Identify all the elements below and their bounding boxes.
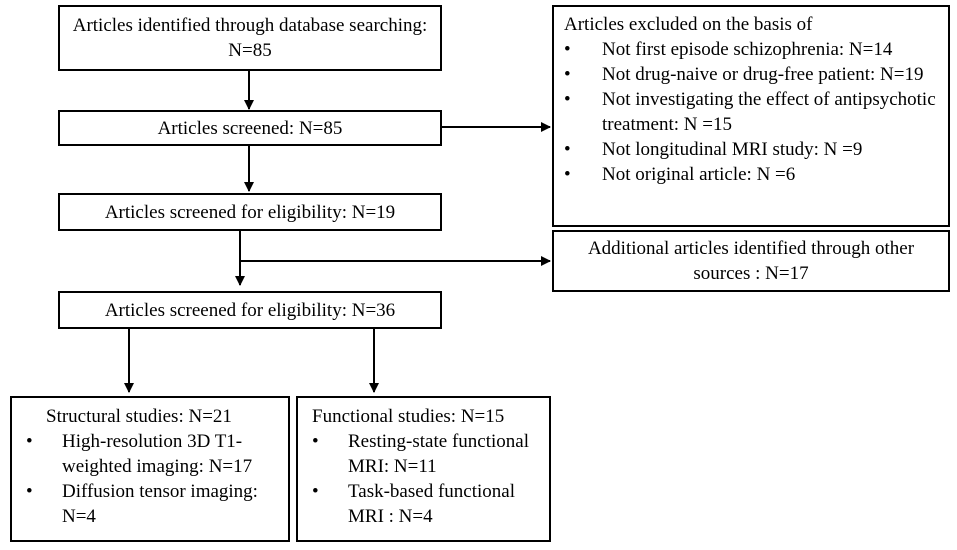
box-additional: Additional articles identified through o… [552,230,950,292]
functional-list: • Resting-state functional MRI: N=11 • T… [312,429,539,529]
bullet: • [564,39,571,60]
list-item: • Diffusion tensor imaging: N=4 [26,481,258,527]
box-eligibility-36: Articles screened for eligibility: N=36 [58,291,442,329]
list-item: • Not original article: N =6 [564,164,796,185]
functional-title: Functional studies: N=15 [312,406,505,427]
bullet: • [26,431,33,452]
list-item: • High-resolution 3D T1-weighted imaging… [26,431,253,477]
box-identified-text: Articles identified through database sea… [72,15,428,61]
bullet: • [26,481,33,502]
bullet: • [312,481,319,502]
bullet: • [564,164,571,185]
excluded-list: • Not first episode schizophrenia: N=14 … [564,37,940,187]
box-identified: Articles identified through database sea… [58,5,442,71]
bullet: • [564,139,571,160]
box-eligibility-36-text: Articles screened for eligibility: N=36 [104,299,396,321]
bullet: • [312,431,319,452]
box-screened: Articles screened: N=85 [58,110,442,146]
box-eligibility-19: Articles screened for eligibility: N=19 [58,193,442,231]
box-functional: Functional studies: N=15 • Resting-state… [296,396,551,542]
list-item: • Not drug-naive or drug-free patient: N… [564,64,924,85]
box-structural: Structural studies: N=21 • High-resoluti… [10,396,290,542]
list-item: • Resting-state functional MRI: N=11 [312,431,529,477]
list-item: • Not investigating the effect of antips… [564,89,936,135]
excluded-title: Articles excluded on the basis of [564,14,813,35]
box-eligibility-19-text: Articles screened for eligibility: N=19 [104,201,396,223]
structural-title: Structural studies: N=21 [46,406,232,427]
box-additional-text: Additional articles identified through o… [587,238,915,284]
list-item: • Not longitudinal MRI study: N =9 [564,139,863,160]
box-screened-text: Articles screened: N=85 [157,117,343,139]
bullet: • [564,89,571,110]
structural-list: • High-resolution 3D T1-weighted imaging… [26,429,278,529]
list-item: • Not first episode schizophrenia: N=14 [564,39,893,60]
box-excluded: Articles excluded on the basis of • Not … [552,5,950,227]
bullet: • [564,64,571,85]
list-item: • Task-based functional MRI : N=4 [312,481,515,527]
